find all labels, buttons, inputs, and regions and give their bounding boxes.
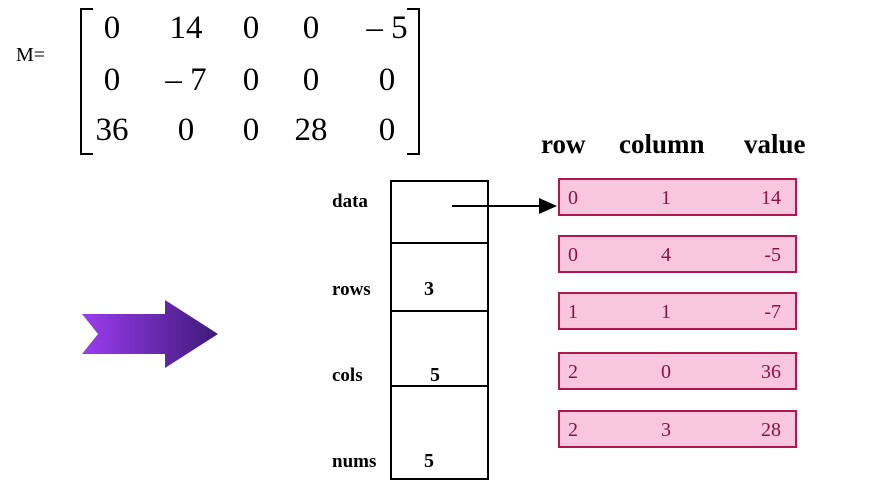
transform-arrow-icon	[82, 300, 218, 368]
struct-divider	[392, 310, 487, 312]
triple-row: 2 0 36	[558, 352, 797, 390]
matrix-cell: 0	[302, 62, 320, 98]
matrix-left-bracket	[80, 8, 93, 155]
field-value-rows: 3	[424, 278, 434, 300]
matrix-cell: 0	[378, 62, 396, 98]
triple-value: 28	[761, 419, 781, 441]
triple-row-index: 0	[568, 187, 578, 209]
header-row: row	[541, 129, 586, 159]
triple-row: 0 4 -5	[558, 235, 797, 273]
field-label-cols: cols	[332, 365, 363, 386]
field-label-data: data	[332, 191, 368, 212]
triple-column-index: 4	[661, 244, 671, 266]
matrix-cell: 14	[169, 10, 203, 46]
matrix: 0 14 0 0 – 5 0 – 7 0 0 0 36 0 0 28 0	[80, 8, 420, 155]
matrix-cell: 0	[242, 10, 260, 46]
triple-row: 2 3 28	[558, 410, 797, 448]
matrix-cell: – 7	[165, 62, 207, 98]
triple-row: 0 1 14	[558, 178, 797, 216]
field-value-cols: 5	[430, 364, 440, 386]
matrix-label: M=	[16, 44, 46, 66]
matrix-cell: 0	[177, 112, 195, 148]
triple-column-index: 1	[661, 301, 671, 323]
header-column: column	[619, 129, 705, 159]
triple-value: 14	[761, 187, 781, 209]
field-label-nums: nums	[332, 451, 377, 472]
struct-divider	[392, 242, 487, 244]
matrix-right-bracket	[407, 8, 420, 155]
triple-row-index: 1	[568, 301, 578, 323]
matrix-cell: 28	[294, 112, 328, 148]
triple-row-index: 2	[568, 361, 578, 383]
header-value: value	[744, 129, 806, 159]
triple-column-index: 0	[661, 361, 671, 383]
matrix-cell: 0	[302, 10, 320, 46]
matrix-cell: 0	[378, 112, 396, 148]
matrix-cell: 0	[242, 112, 260, 148]
struct-box	[390, 180, 489, 480]
triple-column-index: 3	[661, 419, 671, 441]
triple-column-index: 1	[661, 187, 671, 209]
triple-row-index: 0	[568, 244, 578, 266]
struct-divider	[392, 385, 487, 387]
triple-value: -7	[764, 301, 781, 323]
matrix-cell: 0	[103, 62, 121, 98]
matrix-cell: – 5	[366, 10, 408, 46]
matrix-cell: 36	[95, 112, 129, 148]
triple-value: 36	[761, 361, 781, 383]
field-value-nums: 5	[424, 450, 434, 472]
triple-value: -5	[764, 244, 781, 266]
matrix-cell: 0	[103, 10, 121, 46]
matrix-cell: 0	[242, 62, 260, 98]
triple-row: 1 1 -7	[558, 292, 797, 330]
triple-row-index: 2	[568, 419, 578, 441]
field-label-rows: rows	[332, 279, 371, 300]
